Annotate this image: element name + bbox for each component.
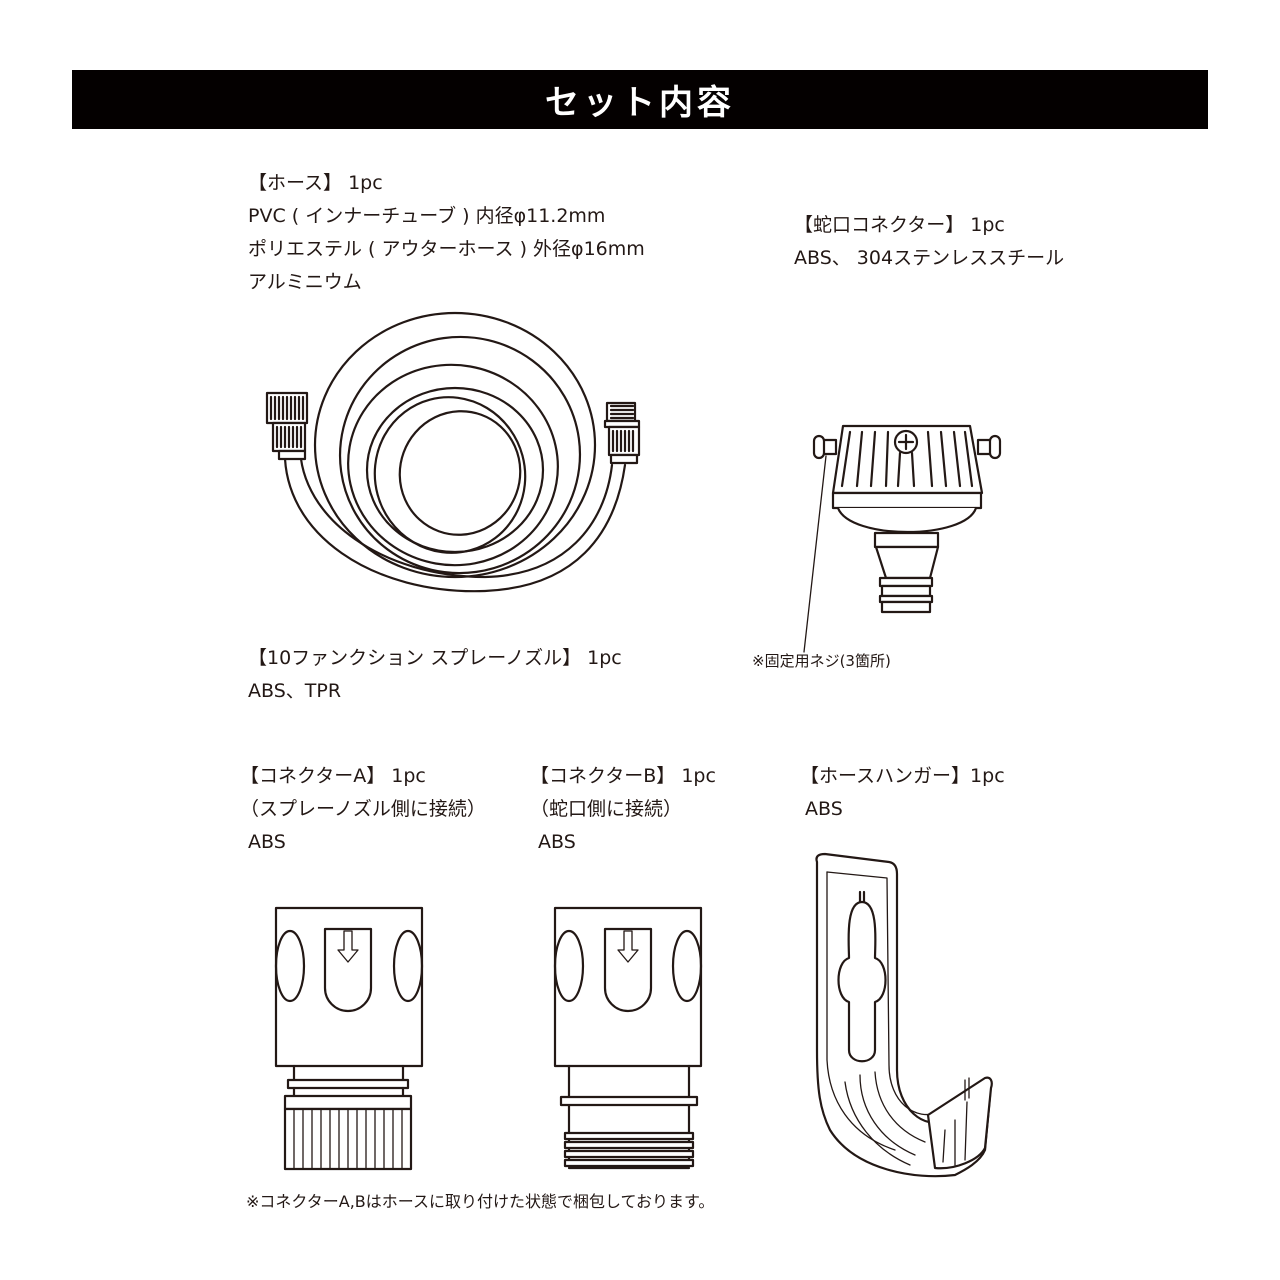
faucet-connector-title: 【蛇口コネクター】 1pc: [794, 214, 1005, 236]
faucet-connector-spec: 【蛇口コネクター】 1pc ABS、 304ステンレススチール: [794, 209, 1064, 275]
footer-note: ※コネクターA,Bはホースに取り付けた状態で梱包しております。: [246, 1192, 715, 1211]
hose-material-inner: PVC ( インナーチューブ ) 内径φ11.2mm: [248, 205, 606, 227]
connector-a-material: ABS: [248, 831, 286, 853]
hose-material-fitting: アルミニウム: [248, 271, 362, 293]
header-banner: セット内容: [72, 70, 1208, 129]
connector-b-material: ABS: [538, 831, 576, 853]
screw-note: ※固定用ネジ(3箇所): [752, 652, 891, 670]
connector-a-spec: 【コネクターA】 1pc （スプレーノズル側に接続） ABS: [240, 760, 486, 859]
faucet-connector-material: ABS、 304ステンレススチール: [794, 247, 1065, 269]
hose-hanger-title: 【ホースハンガー】1pc: [800, 765, 1005, 787]
connector-b-title: 【コネクターB】 1pc: [530, 765, 716, 787]
hose-hanger-spec: 【ホースハンガー】1pc ABS: [800, 760, 1005, 826]
connector-b-spec: 【コネクターB】 1pc （蛇口側に接続） ABS: [530, 760, 716, 859]
hose-spec: 【ホース】 1pc PVC ( インナーチューブ ) 内径φ11.2mm ポリエ…: [248, 167, 645, 299]
spray-nozzle-material: ABS、TPR: [248, 680, 342, 702]
page-title: セット内容: [545, 83, 735, 123]
spray-nozzle-spec: 【10ファンクション スプレーノズル】 1pc ABS、TPR: [248, 642, 622, 708]
hose-hanger-icon: [815, 852, 993, 1178]
hose-title: 【ホース】 1pc: [248, 172, 383, 194]
connector-b-note: （蛇口側に接続）: [530, 798, 683, 820]
connector-a-title: 【コネクターA】 1pc: [240, 765, 426, 787]
hose-hanger-material: ABS: [805, 798, 843, 820]
connector-a-note: （スプレーノズル側に接続）: [240, 798, 486, 820]
spray-nozzle-title: 【10ファンクション スプレーノズル】 1pc: [248, 647, 622, 669]
hose-material-outer: ポリエステル ( アウターホース ) 外径φ16mm: [248, 238, 645, 260]
faucet-connector-icon: [803, 424, 1002, 653]
hose-coil-icon: [265, 311, 641, 593]
connector-a-icon: [274, 906, 424, 1171]
connector-b-icon: [553, 906, 703, 1170]
